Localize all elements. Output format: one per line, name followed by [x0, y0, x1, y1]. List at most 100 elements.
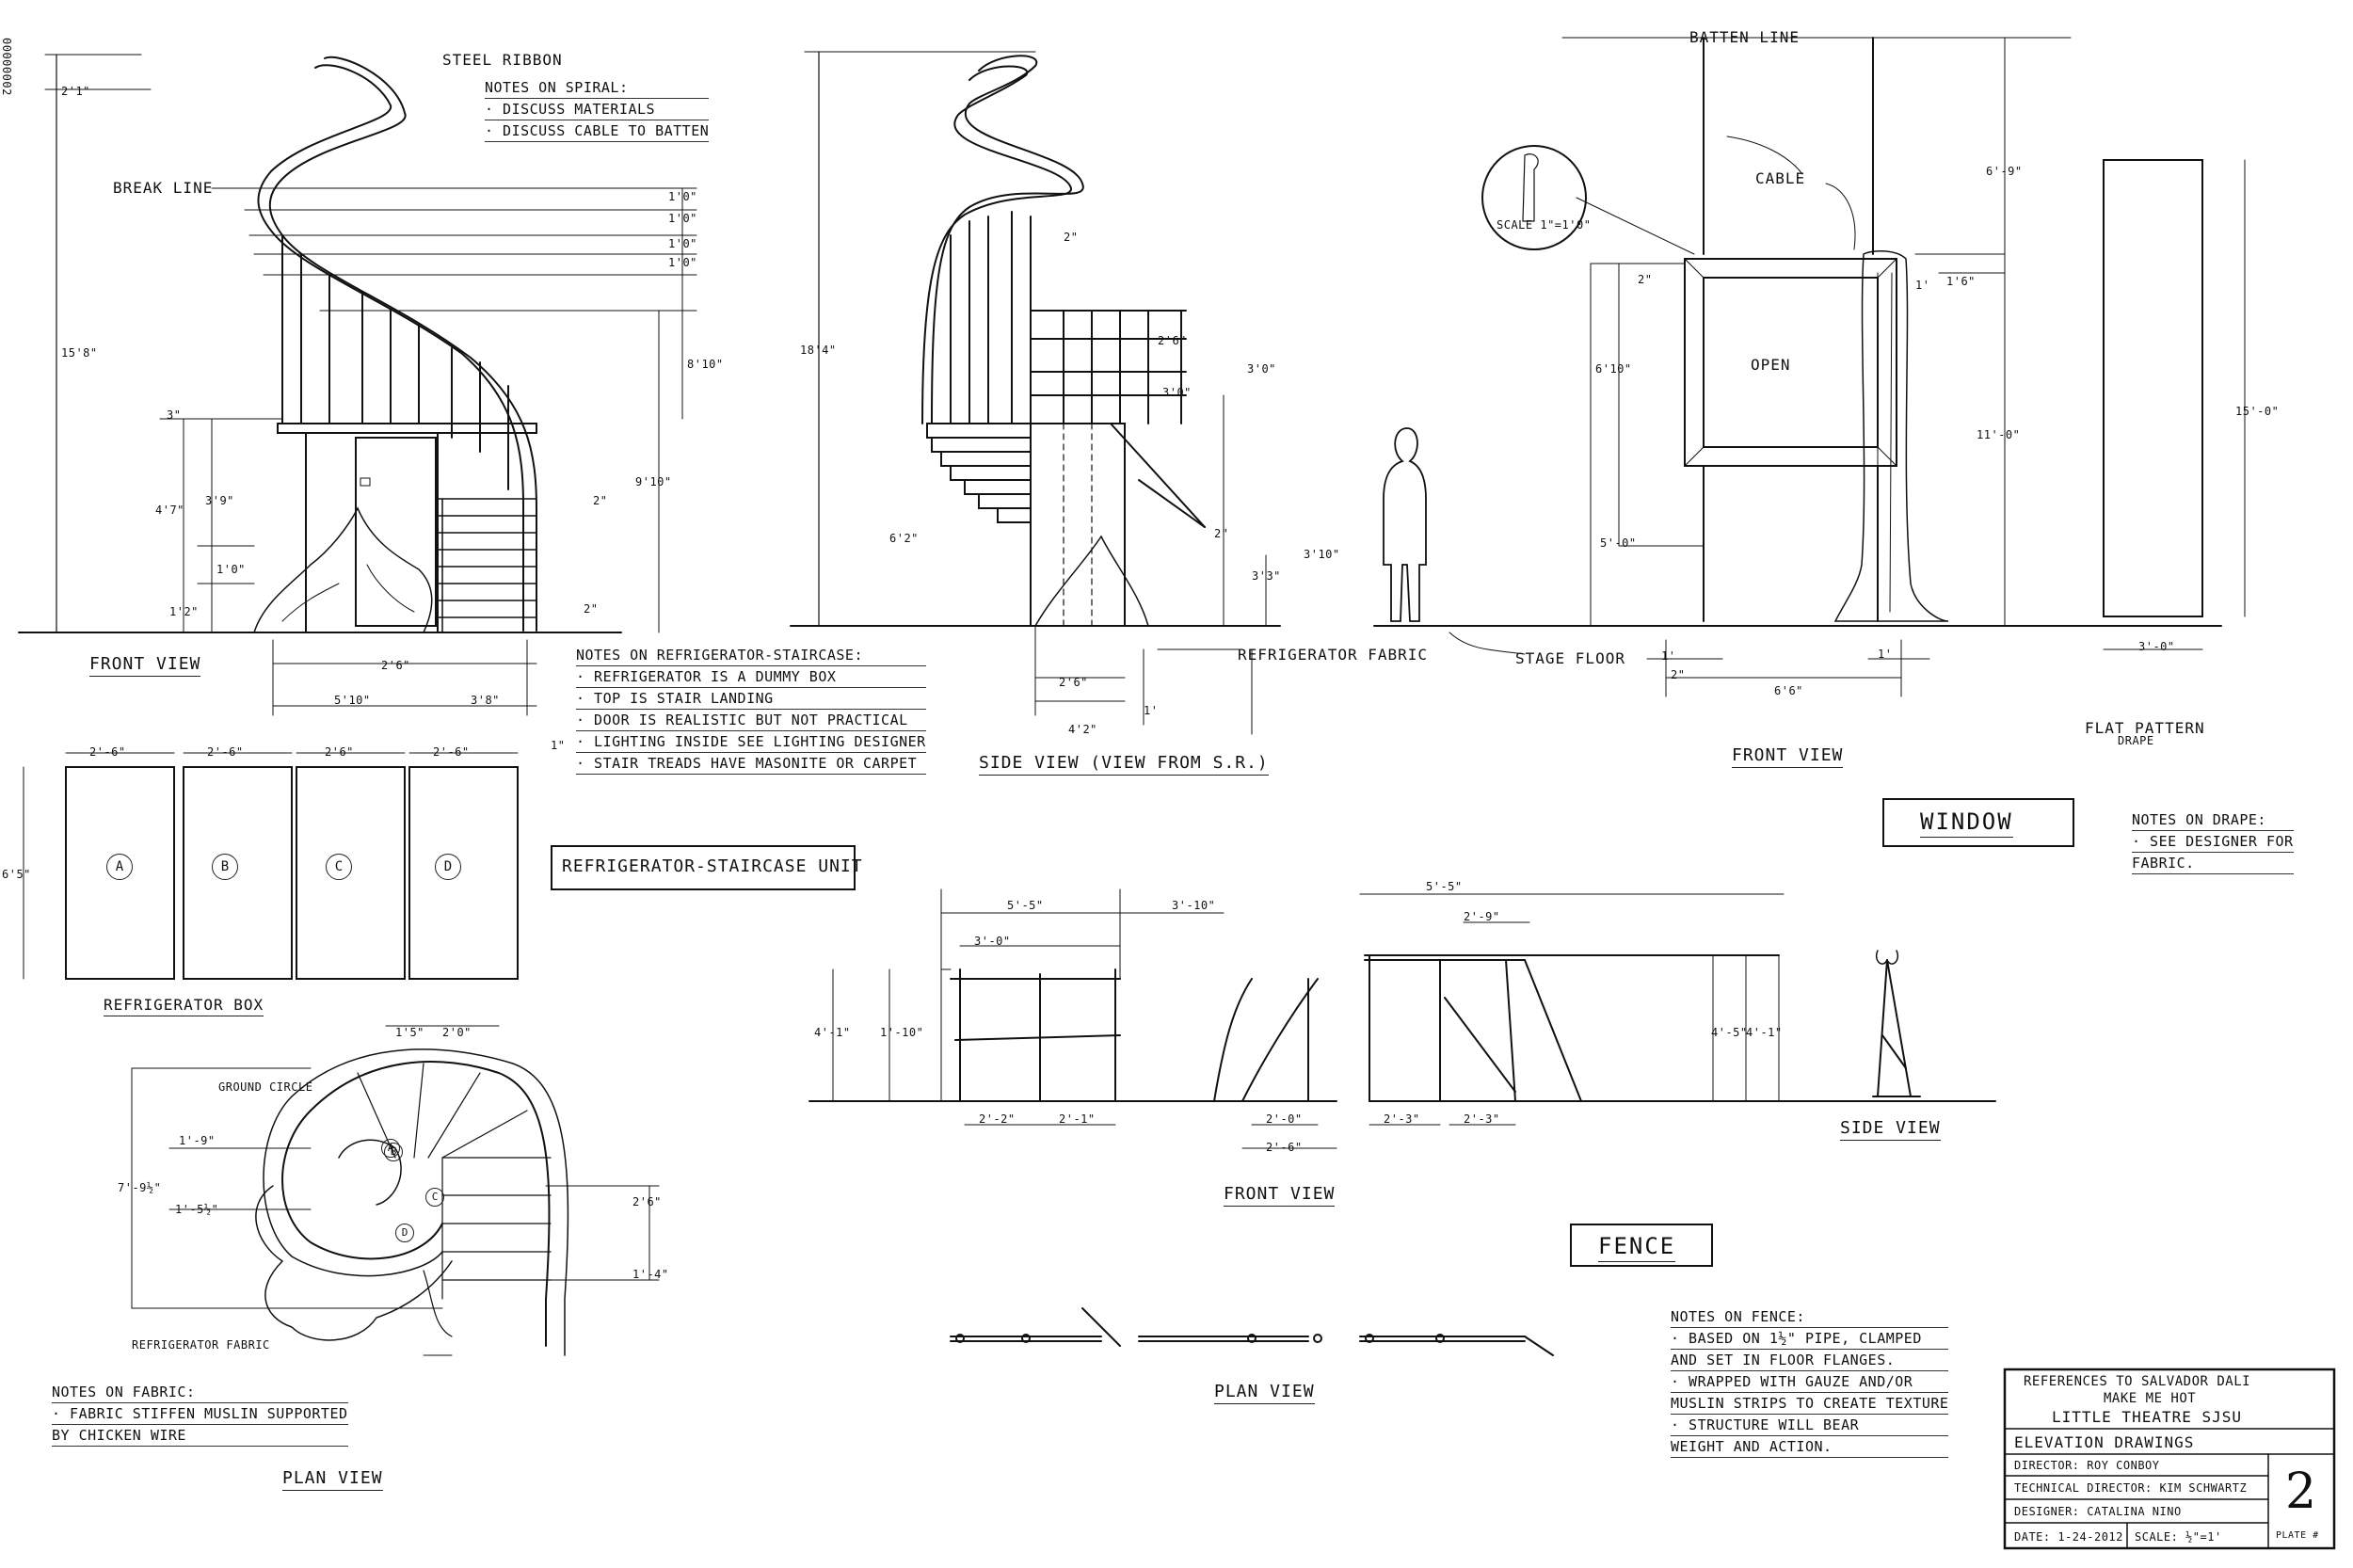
label-refrigerator-fabric: REFRIGERATOR FABRIC	[1238, 646, 1429, 664]
stair-front-view	[18, 54, 697, 716]
sheet-id: 00000002	[0, 38, 13, 96]
dim: 2'-9"	[1464, 910, 1500, 923]
dim: 1'0"	[216, 563, 246, 576]
title-designer: DESIGNER: CATALINA NINO	[2014, 1505, 2182, 1518]
notes-fence-line: · WRAPPED WITH GAUZE AND/OR	[1671, 1371, 1949, 1393]
fence-title-box: FENCE	[1570, 1224, 1713, 1267]
dim: 3'0"	[1247, 362, 1276, 376]
title-plate-label: PLATE #	[2276, 1530, 2319, 1541]
dim: 2'1"	[61, 85, 90, 98]
title-td: TECHNICAL DIRECTOR: KIM SCHWARTZ	[2014, 1481, 2248, 1495]
panel-label-c: C	[326, 854, 352, 880]
dim: 1'	[1661, 649, 1676, 663]
dim: 1'-5½"	[175, 1203, 219, 1216]
dim: 2'-3"	[1464, 1112, 1500, 1126]
dim: 1'0"	[668, 190, 697, 203]
dim: 1"	[551, 739, 566, 752]
dim: 6'10"	[1595, 362, 1632, 376]
dim: 6'6"	[1774, 684, 1803, 697]
fridge-panels	[23, 752, 519, 980]
fence-front-view	[808, 888, 1337, 1149]
title-block-lines	[2003, 1368, 2336, 1550]
label-scale-detail: SCALE 1"=1'0"	[1497, 218, 1592, 232]
dim: 1'0"	[668, 237, 697, 250]
notes-fence: NOTES ON FENCE: · BASED ON 1½" PIPE, CLA…	[1671, 1306, 1949, 1458]
dim: 5'-0"	[1600, 536, 1637, 550]
unit-title-box: REFRIGERATOR-STAIRCASE UNIT	[551, 845, 862, 890]
title-scale: SCALE: ½"=1'	[2135, 1530, 2222, 1544]
notes-refrigerator-line: · STAIR TREADS HAVE MASONITE OR CARPET	[576, 753, 926, 775]
panel-label-d: D	[435, 854, 461, 880]
dim: 9'10"	[635, 475, 672, 488]
dim: 3'3"	[1252, 569, 1281, 583]
dim: 2'-1"	[1059, 1112, 1096, 1126]
plan-label-c: C	[425, 1188, 444, 1207]
title-director: DIRECTOR: ROY CONBOY	[2014, 1459, 2160, 1472]
notes-refrigerator-line: · LIGHTING INSIDE SEE LIGHTING DESIGNER	[576, 731, 926, 753]
fence-front-view-title: FRONT VIEW	[1224, 1184, 1336, 1207]
plan-label-b: B	[384, 1143, 403, 1161]
window-front-view-title: FRONT VIEW	[1732, 745, 1844, 768]
dim: 2'0"	[442, 1026, 472, 1039]
panel-label-b: B	[212, 854, 238, 880]
dim: 15'8"	[61, 346, 98, 360]
dim: 3'10"	[1304, 548, 1340, 561]
label-break-line: BREAK LINE	[113, 179, 214, 197]
panel-dim: 2'-6"	[433, 745, 470, 759]
dim: 2"	[584, 602, 599, 616]
dim: 2'6"	[1158, 334, 1187, 347]
dim: 3'0"	[1162, 386, 1192, 399]
dim: 1'	[1878, 648, 1893, 661]
dim: 1'6"	[1946, 275, 1976, 288]
dim: 2"	[1214, 527, 1229, 540]
title-refs: REFERENCES TO SALVADOR DALI	[2024, 1374, 2251, 1389]
notes-refrigerator-title: NOTES ON REFRIGERATOR-STAIRCASE:	[576, 645, 926, 666]
dim: 1'2"	[169, 605, 199, 618]
dim: 4'-1"	[814, 1026, 851, 1039]
dim: 2'-2"	[979, 1112, 1016, 1126]
dim: 11'-0"	[1977, 428, 2021, 441]
window-front-view	[1373, 37, 2246, 697]
title-theatre: LITTLE THEATRE SJSU	[2052, 1408, 2243, 1426]
panel-dim: 2'-6"	[207, 745, 244, 759]
notes-refrigerator-line: · TOP IS STAIR LANDING	[576, 688, 926, 710]
notes-spiral-line: · DISCUSS CABLE TO BATTEN	[485, 120, 710, 142]
panel-dim: 2'6"	[325, 745, 354, 759]
stair-plan-view	[131, 1025, 660, 1356]
dim: 5'-5"	[1007, 899, 1044, 912]
label-drape: DRAPE	[2118, 734, 2154, 747]
label-plan-fridge-fabric: REFRIGERATOR FABRIC	[132, 1338, 270, 1352]
notes-drape-line: · SEE DESIGNER FOR	[2132, 831, 2294, 853]
notes-refrigerator-line: · REFRIGERATOR IS A DUMMY BOX	[576, 666, 926, 688]
dim: 1'0"	[668, 212, 697, 225]
dim: 18'4"	[800, 344, 837, 357]
plan-view-title: PLAN VIEW	[282, 1468, 383, 1491]
notes-fence-line: MUSLIN STRIPS TO CREATE TEXTURE	[1671, 1393, 1949, 1415]
plan-label-d: D	[395, 1224, 414, 1242]
fridge-box-title: REFRIGERATOR BOX	[104, 996, 264, 1016]
dim: 2'-3"	[1384, 1112, 1420, 1126]
dim: 1'-4"	[632, 1268, 669, 1281]
window-title: WINDOW	[1920, 808, 2013, 838]
notes-fence-line: AND SET IN FLOOR FLANGES.	[1671, 1350, 1949, 1371]
dim: 4'7"	[155, 504, 184, 517]
dim: 3"	[167, 408, 182, 422]
dim: 4'-1"	[1746, 1026, 1783, 1039]
dim: 1'-9"	[179, 1134, 216, 1147]
dim: 1'0"	[668, 256, 697, 269]
dim: 4'-5"	[1711, 1026, 1748, 1039]
dim: 7'-9½"	[118, 1181, 162, 1194]
notes-refrigerator-line: · DOOR IS REALISTIC BUT NOT PRACTICAL	[576, 710, 926, 731]
fence-plan-view-title: PLAN VIEW	[1214, 1382, 1315, 1404]
notes-spiral: NOTES ON SPIRAL: · DISCUSS MATERIALS · D…	[485, 77, 710, 142]
dim: 8'10"	[687, 358, 724, 371]
dim: 2"	[1638, 273, 1653, 286]
notes-drape-title: NOTES ON DRAPE:	[2132, 809, 2294, 831]
dim: 2'-0"	[1266, 1112, 1303, 1126]
dim: 2'6"	[632, 1195, 662, 1208]
notes-fabric-line: BY CHICKEN WIRE	[52, 1425, 348, 1447]
notes-fabric-title: NOTES ON FABRIC:	[52, 1382, 348, 1403]
dim: 5'-5"	[1426, 880, 1463, 893]
label-steel-ribbon: STEEL RIBBON	[442, 51, 563, 69]
